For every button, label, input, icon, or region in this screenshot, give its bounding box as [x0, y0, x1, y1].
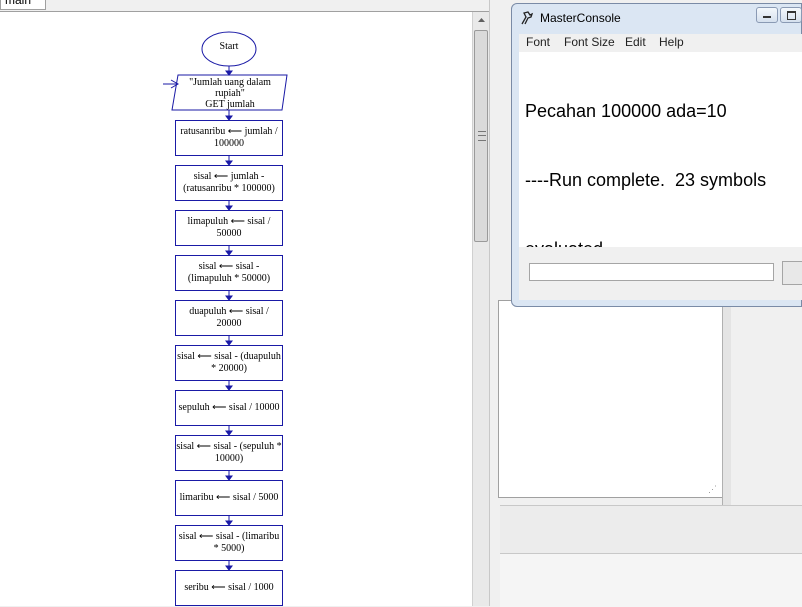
- assignment-text: limapuluh ⟵ sisal / 50000: [187, 216, 271, 239]
- flowchart-connectors: [163, 31, 288, 571]
- title-bar[interactable]: MasterConsole: [512, 4, 802, 32]
- assignment-box[interactable]: duapuluh ⟵ sisal / 20000: [175, 300, 283, 336]
- input-prompt-text: "Jumlah uang dalam rupiah": [189, 77, 271, 99]
- assignment-box[interactable]: sisal ⟵ jumlah - (ratusanribu * 100000): [175, 165, 283, 201]
- connector-arrowhead: [225, 160, 233, 166]
- connector-arrowhead: [225, 205, 233, 211]
- start-label: Start: [219, 41, 239, 52]
- menu-edit[interactable]: Edit: [625, 35, 646, 49]
- connector-arrowhead: [225, 565, 233, 571]
- assignment-text: duapuluh ⟵ sisal / 20000: [189, 306, 269, 329]
- assignment-box[interactable]: sisal ⟵ sisal - (limapuluh * 50000): [175, 255, 283, 291]
- grip-icon: [478, 131, 486, 141]
- assignment-text: ratusanribu ⟵ jumlah / 100000: [180, 126, 278, 149]
- assignment-box[interactable]: limaribu ⟵ sisal / 5000: [175, 480, 283, 516]
- input-parallelogram[interactable]: [171, 74, 288, 111]
- console-input[interactable]: [529, 263, 774, 281]
- connector-arrowhead: [225, 430, 233, 436]
- window-title: MasterConsole: [540, 11, 621, 25]
- console-submit-button[interactable]: [782, 261, 802, 285]
- menu-font[interactable]: Font: [526, 35, 551, 49]
- scroll-thumb[interactable]: [474, 30, 488, 242]
- flowchart: Start "Jumlah uang dalam rupiah" GET jum…: [0, 12, 472, 606]
- flowchart-pane: main Start "Jumlah uang dalam rupiah" GE…: [0, 0, 490, 606]
- console-output[interactable]: Pecahan 100000 ada=10 ----Run complete. …: [519, 52, 802, 259]
- assignment-text: sisal ⟵ jumlah - (ratusanribu * 100000): [183, 171, 275, 194]
- scroll-up-arrow-icon[interactable]: [473, 12, 490, 29]
- flowchart-canvas[interactable]: Start "Jumlah uang dalam rupiah" GET jum…: [0, 12, 473, 606]
- maximize-button[interactable]: [780, 7, 802, 23]
- assignment-box[interactable]: sisal ⟵ sisal - (limaribu * 5000): [175, 525, 283, 561]
- menu-font-size[interactable]: Font Size: [564, 35, 615, 49]
- tab-strip: [0, 0, 490, 12]
- assignment-box[interactable]: ratusanribu ⟵ jumlah / 100000: [175, 120, 283, 156]
- raptor-logo-icon: [519, 10, 535, 26]
- tab-main[interactable]: main: [0, 0, 46, 10]
- assignment-box[interactable]: sisal ⟵ sisal - (sepuluh * 10000): [175, 435, 283, 471]
- connector-arrowhead: [225, 340, 233, 346]
- connector-arrowhead: [225, 475, 233, 481]
- output-line: Pecahan 100000 ada=10: [525, 101, 727, 121]
- master-console-window[interactable]: MasterConsole Font Font Size Edit Help P…: [511, 3, 802, 307]
- assignment-text: sisal ⟵ sisal - (sepuluh * 10000): [176, 441, 282, 464]
- assignment-box[interactable]: limapuluh ⟵ sisal / 50000: [175, 210, 283, 246]
- assignment-text: sisal ⟵ sisal - (duapuluh * 20000): [177, 351, 281, 374]
- input-block[interactable]: "Jumlah uang dalam rupiah" GET jumlah: [180, 77, 280, 110]
- input-pointer-head: [170, 79, 180, 89]
- minimize-button[interactable]: [756, 7, 778, 23]
- background-strip: [500, 505, 802, 554]
- connector-arrowhead: [225, 295, 233, 301]
- assignment-text: seribu ⟵ sisal / 1000: [184, 582, 274, 593]
- assignment-text: sisal ⟵ sisal - (limaribu * 5000): [178, 531, 280, 554]
- assignment-text: limaribu ⟵ sisal / 5000: [179, 492, 279, 503]
- connector-arrowhead: [225, 70, 233, 76]
- assignment-text: sepuluh ⟵ sisal / 10000: [178, 402, 280, 413]
- menu-help[interactable]: Help: [659, 35, 684, 49]
- assignment-box[interactable]: seribu ⟵ sisal / 1000: [175, 570, 283, 606]
- background-panel: [498, 300, 724, 498]
- vertical-scrollbar[interactable]: [472, 12, 490, 606]
- background-frame: [722, 300, 731, 505]
- background-strip-lower: [500, 553, 802, 607]
- connector-arrowhead: [225, 250, 233, 256]
- assignment-box[interactable]: sepuluh ⟵ sisal / 10000: [175, 390, 283, 426]
- resize-grip-icon[interactable]: ⋰: [708, 484, 717, 494]
- output-line: ----Run complete. 23 symbols: [525, 170, 767, 190]
- connector-arrowhead: [225, 115, 233, 121]
- assignment-text: sisal ⟵ sisal - (limapuluh * 50000): [187, 261, 271, 284]
- connector-arrowhead: [225, 520, 233, 526]
- connector-arrowhead: [225, 385, 233, 391]
- assignment-box[interactable]: sisal ⟵ sisal - (duapuluh * 20000): [175, 345, 283, 381]
- input-get-text: GET jumlah: [205, 99, 255, 110]
- menu-bar: Font Font Size Edit Help: [519, 34, 802, 52]
